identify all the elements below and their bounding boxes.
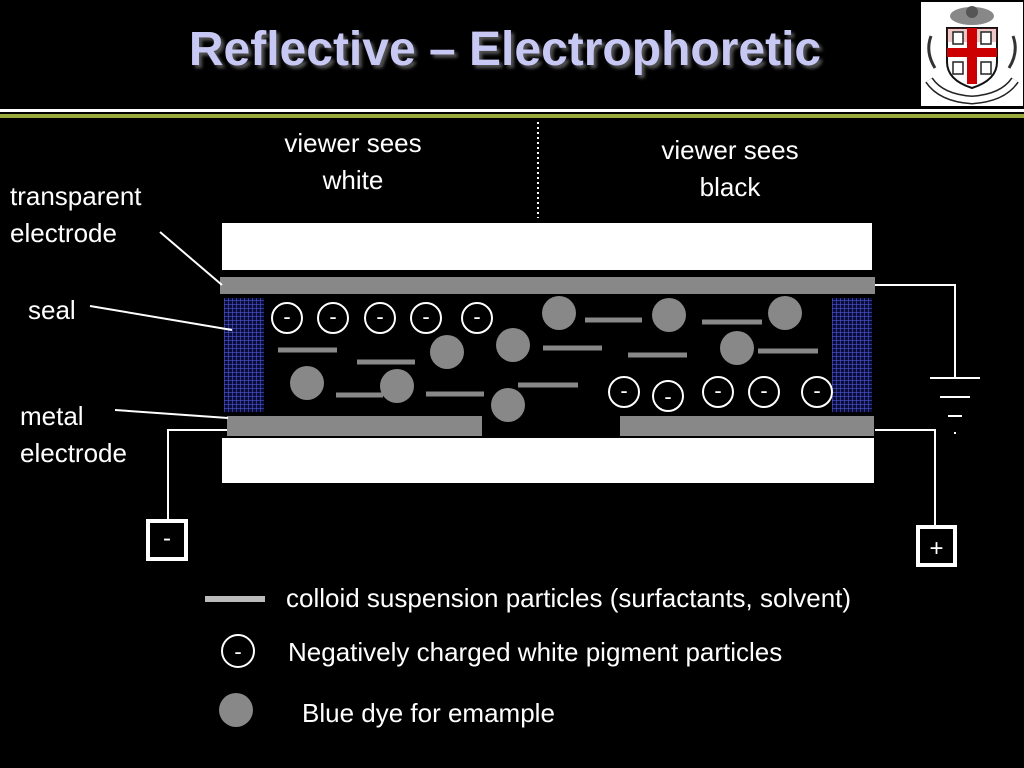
legend-dye-icon: [219, 693, 253, 727]
metal-electrode-left: [227, 416, 482, 436]
transparent-electrode: [220, 277, 875, 294]
pigment-particle: [364, 302, 396, 334]
seal-right: [832, 298, 872, 412]
pigment-sign: -: [329, 304, 337, 329]
pigment-particle: [461, 302, 493, 334]
pigment-particle: [608, 376, 640, 408]
title-rule-white: [0, 109, 1024, 112]
dye-particle: [496, 328, 530, 362]
pigment-particle: [410, 302, 442, 334]
label-line: metal: [20, 401, 84, 431]
dye-particle: [290, 366, 324, 400]
dye-particle: [768, 296, 802, 330]
ground-icon: [930, 377, 980, 434]
label-line: white: [322, 165, 384, 195]
label-metal-electrode: metal electrode: [20, 398, 127, 472]
terminal-positive: [916, 525, 957, 567]
label-line: electrode: [20, 438, 127, 468]
legend-pigment-sign: -: [234, 639, 242, 664]
label-viewer-white: viewer sees white: [253, 125, 453, 199]
university-logo: [921, 2, 1023, 106]
pigment-particle: [317, 302, 349, 334]
dye-particle: [430, 335, 464, 369]
pigment-particle: [748, 376, 780, 408]
title-rule-green: [0, 114, 1024, 118]
label-line: viewer sees: [284, 128, 422, 158]
legend-pigment-icon: [221, 634, 255, 668]
leader-metal-electrode: [114, 409, 229, 419]
pigment-sign: -: [422, 304, 430, 329]
metal-electrode-right: [620, 416, 874, 436]
colloid-particles: [278, 317, 818, 398]
top-glass: [222, 223, 872, 270]
pigment-particle: [271, 302, 303, 334]
label-line: black: [699, 172, 761, 202]
coat-of-arms-icon: [925, 6, 1019, 105]
terminal-negative-sign: -: [163, 525, 171, 552]
leader-transparent-electrode: [159, 231, 223, 286]
terminal-positive-sign: +: [929, 535, 944, 562]
pigment-sign: -: [620, 378, 628, 403]
label-line: transparent: [10, 181, 142, 211]
dye-particles: [290, 296, 802, 422]
dye-particle: [491, 388, 525, 422]
label-seal: seal: [28, 295, 76, 325]
wire-negative: [167, 429, 227, 521]
pigment-particle: [801, 376, 833, 408]
pigment-sign: -: [760, 378, 768, 403]
label-transparent-electrode: transparent electrode: [10, 178, 142, 252]
pigment-sign: -: [473, 304, 481, 329]
legend-colloid-text: colloid suspension particles (surfactant…: [286, 583, 852, 613]
dye-particle: [720, 331, 754, 365]
pigment-sign: -: [664, 384, 672, 409]
dye-particle: [652, 298, 686, 332]
label-line: electrode: [10, 218, 117, 248]
bottom-glass: [222, 438, 874, 483]
wire-ground: [875, 284, 956, 378]
pigment-sign: -: [813, 378, 821, 403]
pigment-particle: [702, 376, 734, 408]
slide-title: Reflective – Electrophoretic: [188, 23, 822, 76]
pigment-sign: -: [714, 378, 722, 403]
pigment-sign: -: [376, 304, 384, 329]
wire-positive: [875, 429, 936, 527]
dye-particle: [542, 296, 576, 330]
seal-left: [224, 298, 264, 412]
pigment-sign: -: [283, 304, 291, 329]
terminal-negative: [146, 519, 188, 561]
pigment-particles: [271, 302, 833, 412]
label-viewer-black: viewer sees black: [630, 132, 830, 206]
leader-seal: [89, 305, 233, 331]
pigment-particle: [652, 380, 684, 412]
legend-dye-text: Blue dye for emample: [302, 698, 555, 728]
dye-particle: [380, 369, 414, 403]
label-line: viewer sees: [661, 135, 799, 165]
legend-pigment-text: Negatively charged white pigment particl…: [288, 637, 783, 667]
